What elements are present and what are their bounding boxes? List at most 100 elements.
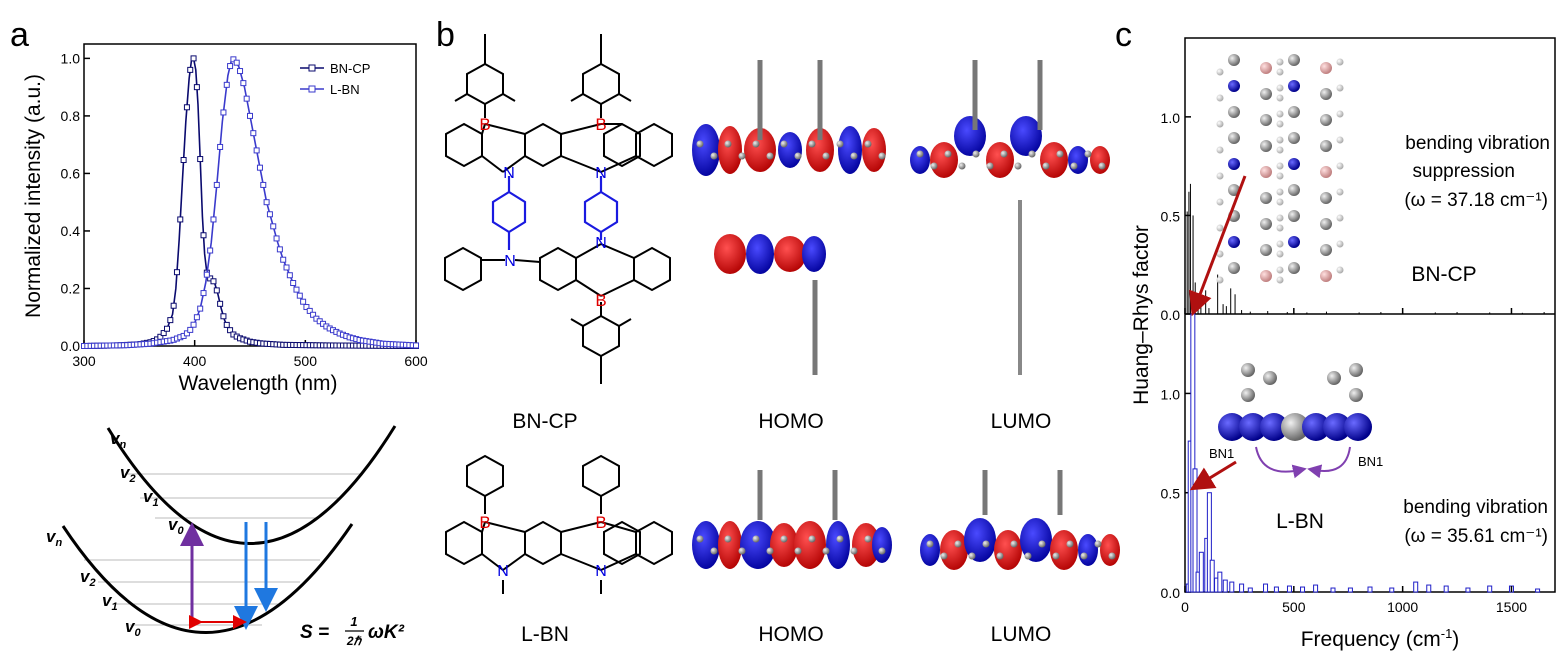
- molecule-atom: [1320, 140, 1332, 152]
- molecule-atom: [1276, 224, 1284, 232]
- excited-state-curve: [106, 425, 397, 545]
- upper-level-v0: v0: [168, 515, 184, 537]
- spectra-x-tick-label: 300: [72, 353, 96, 369]
- spectra-data-point: [210, 216, 217, 223]
- spectra-data-point: [183, 330, 190, 337]
- hr-l-bn-bar: [1300, 586, 1306, 593]
- orbital-lobe: [920, 534, 940, 566]
- spectra-data-point: [253, 147, 260, 154]
- molecule-atom: [1288, 210, 1300, 222]
- hr-y-axis-label: Huang–Rhys factor: [1130, 225, 1153, 405]
- orbital-atom: [916, 150, 924, 158]
- molecule-atom: [1216, 276, 1224, 284]
- hr-l-bn-bar: [1239, 583, 1245, 593]
- hr-x-tick-label: 1000: [1387, 599, 1418, 615]
- hr-l-bn-bar: [1209, 559, 1215, 593]
- orbital-atom: [1024, 552, 1032, 560]
- bn-cp-note-line2: suppression: [1413, 161, 1515, 182]
- orbital-lobe: [692, 124, 720, 176]
- bn-cp-note-line1: bending vibration: [1405, 133, 1550, 154]
- hr-l-bn-bar: [1443, 585, 1449, 593]
- orbital-atom: [752, 535, 760, 543]
- legend-marker: [308, 64, 316, 72]
- molecule-atom: [1276, 146, 1284, 154]
- molecule-atom: [1228, 80, 1240, 92]
- svg-text:B: B: [479, 513, 490, 532]
- spectra-data-point: [263, 199, 270, 206]
- hr-l-bn-y-tick-label: 0.0: [1161, 585, 1181, 601]
- hr-l-bn-bar: [1413, 581, 1419, 593]
- orbital-lobe: [1100, 534, 1120, 566]
- molecule-atom: [1216, 198, 1224, 206]
- orbital-lobe: [718, 126, 742, 174]
- hr-l-bn-bar: [1347, 587, 1353, 593]
- l-bn-mode-arrow: [1189, 460, 1237, 491]
- spectra-data-point: [283, 264, 290, 271]
- spectra-data-point: [227, 63, 234, 70]
- molecule-atom: [1336, 136, 1344, 144]
- molecule-atom: [1276, 214, 1284, 222]
- molecule-atom: [1349, 363, 1363, 377]
- upper-level-v2: v2: [120, 463, 136, 485]
- hr-l-bn-bar: [1229, 581, 1235, 593]
- orbital-atom: [738, 547, 746, 555]
- molecule-atom: [1276, 250, 1284, 258]
- lower-level-v1: v1: [102, 591, 118, 613]
- molecule-atom: [1216, 120, 1224, 128]
- svg-text:B: B: [479, 115, 490, 134]
- spectra-data-point: [164, 325, 170, 332]
- molecule-atom: [1288, 54, 1300, 66]
- molecule-atom: [1276, 276, 1284, 284]
- spectra-data-point: [273, 235, 280, 242]
- orbital-lobe: [718, 521, 742, 569]
- spectra-data-point: [243, 95, 250, 102]
- hr-l-bn-bar: [1273, 586, 1279, 593]
- orbital-lobe: [1078, 534, 1098, 566]
- molecule-ring-atom: [1239, 413, 1267, 441]
- bn-cp-geometry-picture: [1216, 54, 1344, 284]
- orbital-atom: [878, 547, 886, 555]
- spectra-data-point: [177, 216, 184, 223]
- molecule-atom: [1276, 172, 1284, 180]
- molecule-atom: [1349, 388, 1363, 402]
- spectra-data-point: [260, 181, 267, 188]
- spectra-data-point: [233, 59, 240, 66]
- hr-l-bn-bar: [1217, 571, 1223, 593]
- orbital-lobe: [852, 523, 880, 567]
- molecule-atom: [1288, 236, 1300, 248]
- l-bn-structure: B B N N: [445, 454, 673, 594]
- molecule-atom: [1216, 146, 1224, 154]
- orbital-atom: [836, 140, 844, 148]
- orbital-atom: [1014, 162, 1022, 170]
- orbital-lobe: [872, 527, 892, 563]
- hr-l-bn-bar: [1487, 585, 1493, 593]
- molecule-atom: [1288, 80, 1300, 92]
- spectra-x-tick-label: 400: [183, 353, 207, 369]
- orbital-atom: [766, 547, 774, 555]
- orbital-lobe: [1020, 518, 1052, 562]
- orbital-atom: [1000, 150, 1008, 158]
- spectra-data-point: [210, 278, 217, 285]
- orbital-atom: [850, 547, 858, 555]
- spectra-data-point: [303, 304, 310, 311]
- hr-l-bn-bar: [1535, 588, 1541, 593]
- spectra-y-tick-label: 0.4: [61, 223, 81, 239]
- svg-text:N: N: [503, 165, 515, 182]
- orbital-atom: [808, 535, 816, 543]
- svg-text:N: N: [595, 235, 607, 252]
- orbital-atom: [954, 540, 962, 548]
- orbital-atom: [926, 540, 934, 548]
- molecule-atom: [1216, 68, 1224, 76]
- orbital-atom: [1042, 162, 1050, 170]
- spectra-data-point: [300, 298, 307, 305]
- hr-l-bn-bar: [1426, 584, 1432, 593]
- svg-text:N: N: [504, 253, 516, 270]
- l-bn-bend-arrow-right: [1307, 446, 1351, 479]
- spectra-data-point: [217, 143, 224, 150]
- label-bn-cp-lumo: LUMO: [991, 410, 1052, 433]
- molecule-atom: [1288, 184, 1300, 196]
- svg-text:N: N: [497, 563, 509, 580]
- orbital-atom: [940, 552, 948, 560]
